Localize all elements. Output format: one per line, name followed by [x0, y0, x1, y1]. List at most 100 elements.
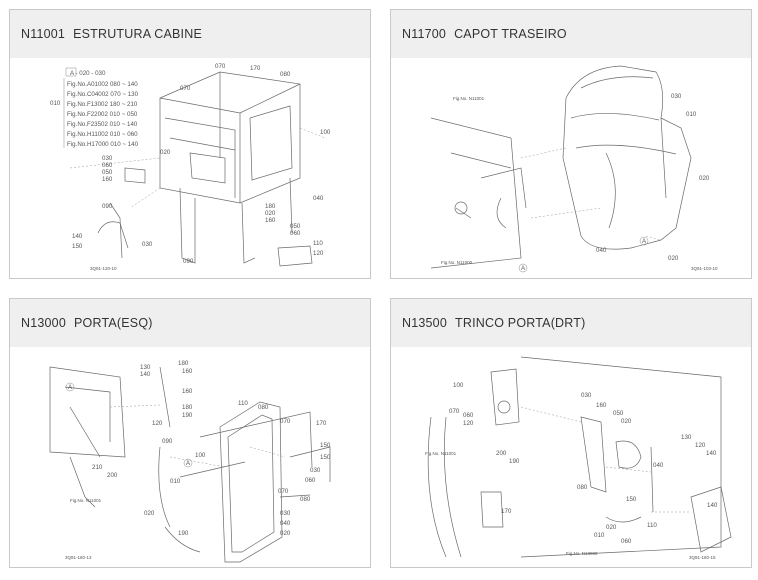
callout-label: 140 — [72, 233, 83, 240]
callout-label: 030 — [102, 155, 113, 162]
callout-label: 050 — [613, 410, 624, 417]
card-header: N13500 TRINCO PORTA(DRT) — [391, 299, 751, 347]
callout-label: 030 — [581, 392, 592, 399]
callout-label: 130 — [140, 364, 151, 371]
callout-label: 050 — [102, 169, 113, 176]
callout-label: 070 — [280, 418, 291, 425]
card-n13000[interactable]: N13000 PORTA(ESQ) — [9, 298, 371, 568]
diagram-footer: 3Q91-120-10 — [90, 266, 117, 271]
part-code: N11001 — [21, 27, 66, 41]
part-title: CAPOT TRASEIRO — [454, 27, 567, 41]
callout-label: 040 — [653, 462, 664, 469]
callout-label: 200 — [496, 450, 507, 457]
callout-label: 040 — [280, 520, 291, 527]
callout-label: 030 — [280, 510, 291, 517]
callout-label: 040 — [596, 247, 607, 254]
callout-label: 160 — [182, 388, 193, 395]
callout-label: 120 — [695, 442, 706, 449]
parts-diagram-thumbnail: 030 010 020 040 020 A A Fig.No. N11001 F… — [391, 58, 751, 278]
callout-label: 120 — [463, 420, 474, 427]
callout-label: 170 — [501, 508, 512, 515]
card-n11700[interactable]: N11700 CAPOT TRASEIRO — [390, 9, 752, 279]
callout-label: 060 — [102, 162, 113, 169]
callout-label: Fig.No. N11000 — [441, 260, 473, 265]
callout-label: 020 — [668, 255, 679, 262]
callout-label: Fig.No.F22002 010 ~ 050 — [67, 111, 138, 118]
callout-label: 180 — [178, 360, 189, 367]
callout-label: 080 — [577, 484, 588, 491]
part-title: PORTA(ESQ) — [74, 316, 153, 330]
callout-label: 170 — [316, 420, 327, 427]
callout-label: 190 — [509, 458, 520, 465]
callout-label: Fig.No.F13002 180 ~ 210 — [67, 101, 138, 108]
card-n11001[interactable]: N11001 ESTRUTURA CABINE A - 020 - 030 01… — [9, 9, 371, 279]
callout-label: Fig.No.H17000 010 ~ 140 — [67, 141, 139, 148]
callout-label: 160 — [102, 176, 113, 183]
callout-label: 130 — [681, 434, 692, 441]
callout-label: 190 — [182, 412, 193, 419]
card-n13500[interactable]: N13500 TRINCO PORTA(DRT) — [390, 298, 752, 568]
callout-label: Fig.No.A01002 080 ~ 140 — [67, 81, 138, 88]
callout-label: 170 — [250, 65, 261, 72]
callout-label: 190 — [178, 530, 189, 537]
legend-header: A - 020 - 030 — [70, 70, 106, 77]
part-code: N13500 — [402, 316, 447, 330]
callout-label: 100 — [320, 129, 331, 136]
callout-label: 020 — [699, 175, 710, 182]
right-door-latch-diagram: 100 030 160 050 020 070 060 120 130 120 … — [425, 356, 732, 560]
callout-label: 060 — [463, 412, 474, 419]
callout-label: A — [521, 265, 526, 272]
card-header: N11001 ESTRUTURA CABINE — [10, 10, 370, 58]
callout-label: 150 — [320, 442, 331, 449]
callout-label: 030 — [142, 241, 153, 248]
callout-label: Fig.No. N13000 — [566, 551, 598, 556]
part-code: N11700 — [402, 27, 447, 41]
callout-label: 150 — [626, 496, 637, 503]
callout-label: 100 — [195, 452, 206, 459]
callout-label: 180 — [265, 203, 276, 210]
callout-label: 160 — [265, 217, 276, 224]
callout-label: 110 — [238, 400, 248, 407]
callout-label: Fig.No. N11001 — [453, 96, 485, 101]
callout-label: 120 — [313, 250, 324, 257]
callout-label: 090 — [183, 258, 194, 265]
callout-label: 030 — [671, 93, 682, 100]
callout-label: 010 — [594, 532, 605, 539]
part-code: N13000 — [21, 316, 66, 330]
callout-label: 010 — [170, 478, 181, 485]
callout-label: 020 — [606, 524, 617, 531]
callout-label: 040 — [313, 195, 324, 202]
callout-label: 010 — [686, 111, 697, 118]
cabin-frame-diagram: A - 020 - 030 010 Fig.No.A01002 080 ~ 14… — [50, 63, 331, 271]
callout-label: 140 — [707, 502, 718, 509]
callout-label: 070 — [215, 63, 226, 70]
callout-label: Fig.No.C04002 070 ~ 130 — [67, 91, 139, 98]
part-title: TRINCO PORTA(DRT) — [455, 316, 586, 330]
callout-label: 150 — [320, 454, 331, 461]
legend-index: 010 — [50, 100, 61, 107]
left-door-diagram: 130 140 180 160 160 180 190 110 080 120 … — [49, 360, 331, 563]
callout-label: 070 — [449, 408, 460, 415]
diagram-footer: 3Q91-160-13 — [65, 555, 92, 560]
callout-label: 060 — [305, 477, 316, 484]
callout-label: 050 — [290, 223, 301, 230]
callout-label: 160 — [596, 402, 607, 409]
callout-label: 110 — [313, 240, 323, 247]
callout-label: 140 — [140, 371, 151, 378]
callout-label: 070 — [278, 488, 289, 495]
callout-label: A — [642, 238, 647, 245]
callout-label: 020 — [280, 530, 291, 537]
callout-label: A — [68, 384, 73, 391]
callout-label: 080 — [300, 496, 311, 503]
callout-label: 150 — [72, 243, 83, 250]
callout-label: Fig.No.F23502 010 ~ 140 — [67, 121, 138, 128]
callout-label: 020 — [160, 149, 171, 156]
callout-label: Fig.No. N11001 — [70, 498, 102, 503]
callout-label: 020 — [265, 210, 276, 217]
callout-label: 030 — [310, 467, 321, 474]
callout-label: 200 — [107, 472, 118, 479]
callout-label: 180 — [182, 404, 193, 411]
callout-label: 090 — [162, 438, 173, 445]
callout-label: 140 — [706, 450, 717, 457]
callout-label: Fig.No.H11002 010 ~ 060 — [67, 131, 138, 138]
